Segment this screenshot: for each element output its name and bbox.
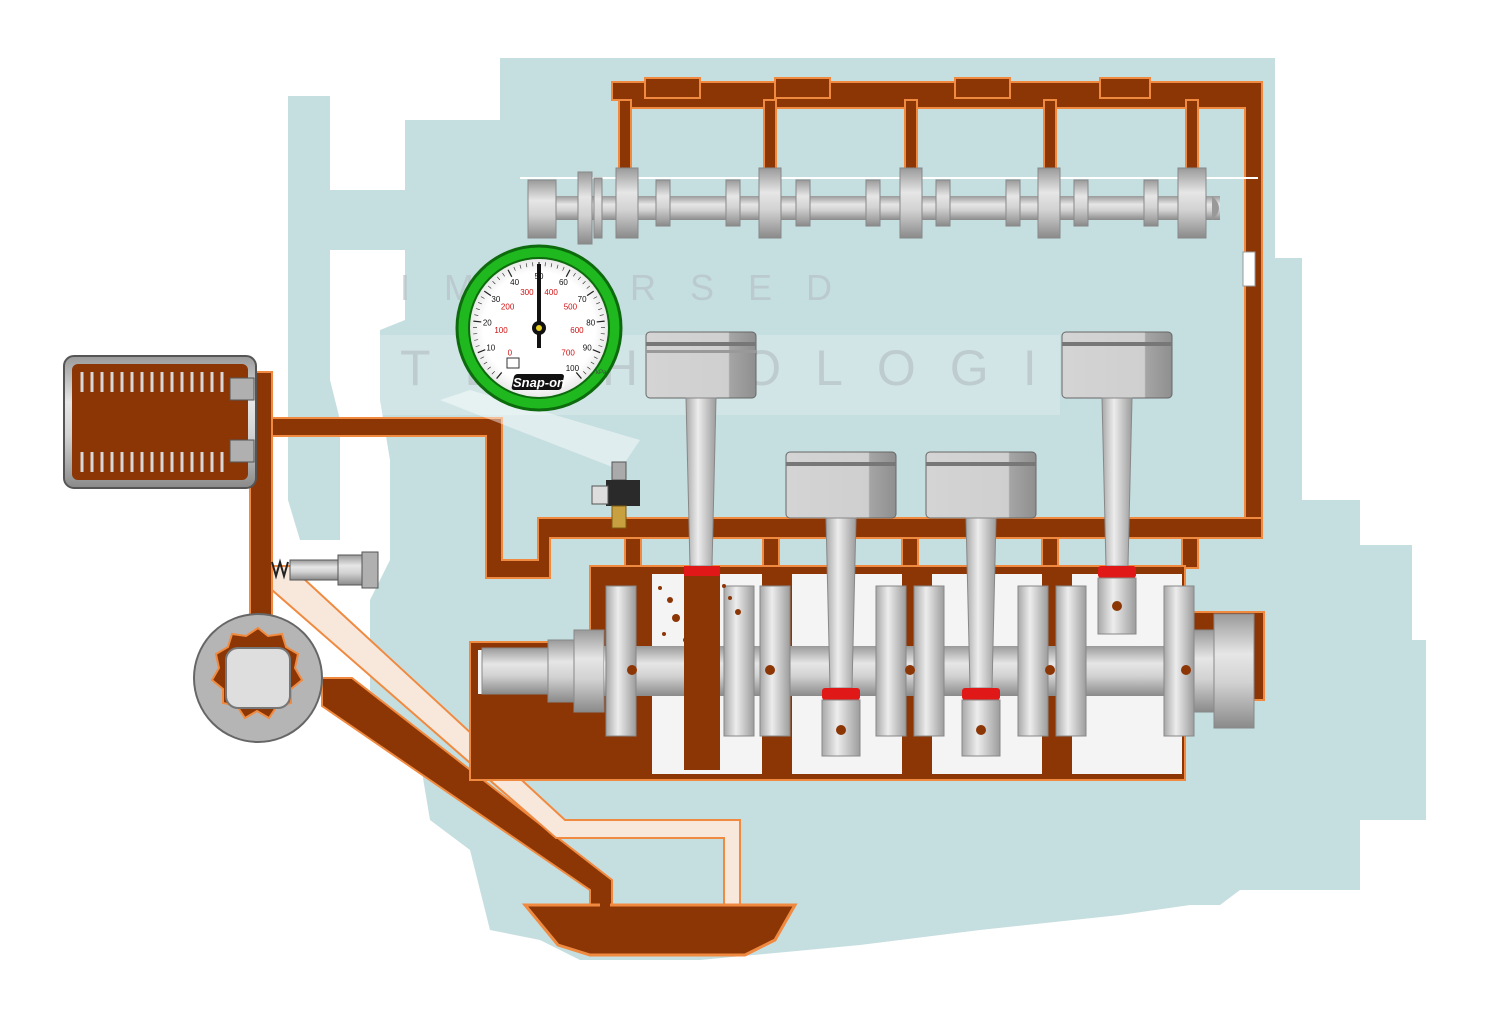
- gauge-ticks: [472, 262, 606, 379]
- gauge-tick: [507, 269, 513, 278]
- gauge-tick: [473, 320, 482, 323]
- gauge-inner-label: 400: [544, 288, 558, 297]
- gauge-outer-label: 30: [491, 295, 500, 304]
- gauge-outer-label: 70: [578, 295, 587, 304]
- gauge-outer-label: 90: [583, 343, 592, 352]
- pressure-relief-valve: [271, 551, 379, 589]
- oil-circuit: [249, 77, 1263, 911]
- pressure-sender: [440, 390, 640, 529]
- gauge-tick: [573, 272, 576, 277]
- gauge-tick: [599, 314, 604, 316]
- gauge-tick: [475, 308, 480, 310]
- gauge-tick: [593, 296, 598, 299]
- gauge-tick: [492, 280, 496, 285]
- gauge-outer-label: 60: [559, 278, 568, 287]
- gauge-tick: [596, 302, 600, 305]
- gauge-tick: [592, 349, 601, 354]
- piston-4: [1061, 331, 1173, 635]
- piston-1: [645, 331, 757, 576]
- gauge-tick: [586, 285, 591, 289]
- gauge-tick: [480, 356, 485, 359]
- gauge-outer-label: 10: [486, 343, 495, 352]
- gauge-outer-label: 20: [483, 319, 492, 328]
- gauge-inner-label: 100: [494, 326, 508, 335]
- gauge-tick: [596, 320, 605, 323]
- gauge-tick: [519, 264, 522, 269]
- gauge-tick: [502, 272, 505, 277]
- gauge-tick: [478, 302, 482, 305]
- gauge-tick: [491, 371, 495, 375]
- crankshaft: [481, 570, 1255, 770]
- gauge-inner-scale: 0 100 200 300 400 500 600 700: [494, 288, 584, 357]
- gauge-tick: [477, 349, 486, 354]
- piston-2: [785, 451, 897, 757]
- gauge-tick: [575, 372, 582, 379]
- gauge-outer-label: 40: [510, 278, 519, 287]
- gauge-tick: [562, 266, 565, 271]
- pressure-gauge: 102030405060708090100 010020030040050060…: [455, 244, 623, 412]
- gauge-tick: [525, 263, 528, 268]
- camshaft: [520, 167, 1258, 287]
- gauge-inner-label: 500: [564, 303, 578, 312]
- oil-splatter: [658, 584, 741, 643]
- gauge-brand: Snap-on: [513, 375, 565, 390]
- gauge-tick: [474, 339, 479, 341]
- gauge-tick: [599, 339, 604, 341]
- gauge-tick: [598, 308, 603, 310]
- gauge-inner-label: 600: [570, 326, 584, 335]
- gauge-inner-label: 700: [561, 348, 575, 357]
- gauge-outer-label: 80: [586, 319, 595, 328]
- gauge-tick: [483, 361, 488, 365]
- gauge-tick: [577, 276, 581, 281]
- gauge-tick: [590, 361, 595, 365]
- gauge-inner-label: 300: [520, 288, 534, 297]
- gauge-tick: [587, 366, 591, 370]
- gauge-tick: [556, 264, 559, 269]
- gauge-tick: [496, 372, 503, 379]
- gauge-tick: [474, 314, 479, 316]
- gauge-tick: [582, 280, 586, 285]
- gauge-tick: [583, 371, 587, 375]
- gauge-tick: [497, 276, 501, 281]
- pistons: [645, 331, 1173, 757]
- gauge-tick: [480, 296, 485, 299]
- gauge-inner-label: 0: [508, 348, 513, 357]
- gauge-inner-label: 200: [501, 303, 515, 312]
- main-oil-gallery: [269, 417, 1263, 579]
- gauge-tick: [593, 356, 598, 359]
- oil-filter: [63, 355, 257, 489]
- gauge-tick: [513, 266, 516, 271]
- gauge-tick: [483, 290, 492, 297]
- piston-3: [925, 451, 1037, 757]
- oil-pan: [521, 882, 798, 957]
- gauge-tick: [475, 345, 480, 347]
- gauge-outer-label: 100: [566, 364, 580, 373]
- gauge-unit-label: kPa: [596, 370, 607, 376]
- gauge-tick: [586, 290, 595, 297]
- gauge-tick: [487, 285, 492, 289]
- gauge-tick: [487, 366, 491, 370]
- gauge-tick: [550, 263, 553, 268]
- gauge-tick: [598, 345, 603, 347]
- gauge-tick: [565, 269, 571, 278]
- oil-pump: [193, 613, 323, 743]
